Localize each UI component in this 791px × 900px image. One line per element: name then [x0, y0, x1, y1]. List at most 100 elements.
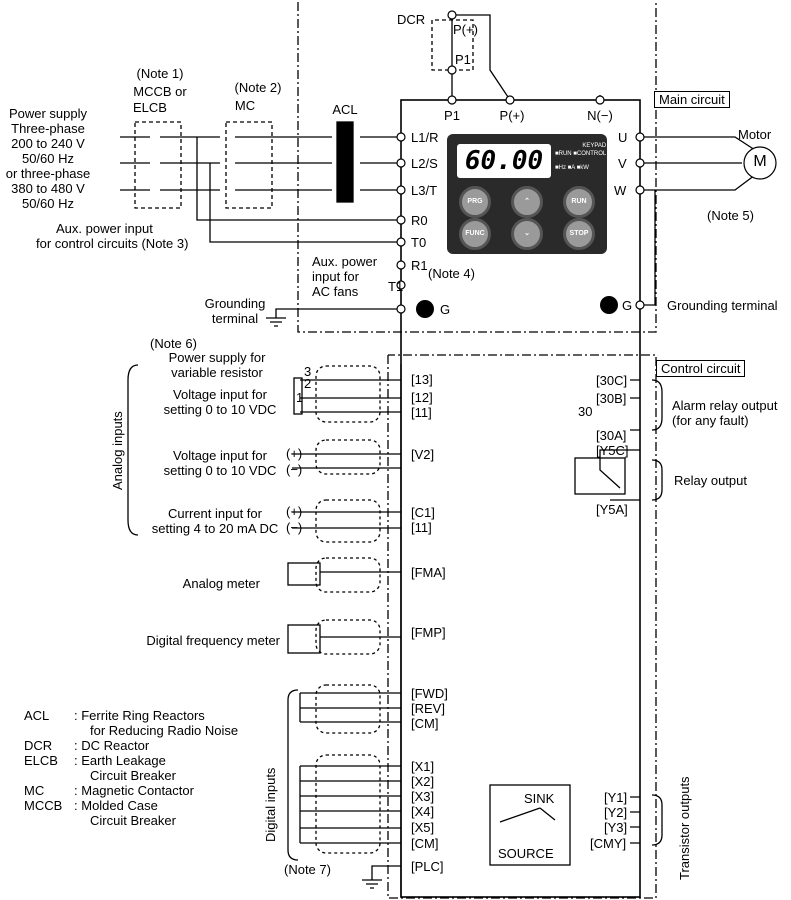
keypad-panel: 60.00 KEYPAD ■RUN ■CONTROL ■Hz ■A ■kW PR… — [447, 134, 607, 263]
pot-number-2: 2 — [304, 376, 312, 391]
terminal-c1: [C1] — [411, 505, 435, 520]
down-button[interactable]: ⌄ — [511, 218, 543, 250]
terminal-l2s: L2/S — [411, 156, 438, 171]
terminal-r0: R0 — [411, 213, 428, 228]
digital-inputs-label: Digital inputs — [263, 767, 278, 842]
terminal-l3t: L3/T — [411, 183, 438, 198]
c1-plus: (+) — [286, 504, 303, 519]
motor-label: Motor — [738, 127, 772, 142]
elcb-label: ELCB — [133, 100, 167, 115]
alarm-relay-label: Alarm relay output (for any fault) — [672, 398, 778, 428]
terminal-u: U — [618, 130, 628, 145]
mc-label: MC — [234, 98, 256, 113]
note1-label: (Note 1) — [136, 66, 184, 81]
relay-30-label: 30 — [578, 404, 593, 419]
aux-fans-text: Aux. power input for AC fans — [312, 254, 378, 299]
pot-supply-label: Power supply for variable resistor — [168, 350, 266, 380]
terminal-30c: [30C] — [596, 373, 628, 388]
terminal-nminus: N(−) — [587, 108, 613, 123]
terminal-fmp: [FMP] — [411, 625, 446, 640]
terminal-cmy: [CMY] — [590, 836, 627, 851]
dcr-pplus-label: P(+) — [453, 22, 478, 37]
terminal-v2: [V2] — [411, 447, 435, 462]
terminal-y5c: [Y5C] — [596, 443, 629, 458]
terminal-12: [12] — [411, 390, 433, 405]
control-circuit-label: Control circuit — [656, 360, 746, 377]
terminal-11b: [11] — [411, 520, 432, 535]
grounding-terminal-right: Grounding terminal — [667, 298, 778, 313]
aux-control-text: Aux. power input for control circuits (N… — [36, 221, 189, 251]
terminal-plc: [PLC] — [411, 859, 444, 874]
terminal-l1r: L1/R — [411, 130, 439, 145]
analog-inputs-label: Analog inputs — [110, 411, 125, 490]
terminal-r1: R1 — [411, 258, 428, 273]
terminal-t1: T1 — [388, 279, 404, 294]
ground-icon-right — [600, 296, 618, 314]
v2-plus: (+) — [286, 446, 303, 461]
grounding-terminal-left: Grounding terminal — [204, 296, 266, 326]
c1-minus: (−) — [286, 520, 303, 535]
terminal-x1: [X1] — [411, 759, 435, 774]
terminal-y5a: [Y5A] — [596, 502, 628, 517]
terminal-30b: [30B] — [596, 391, 627, 406]
keypad-display: 60.00 — [457, 144, 551, 178]
terminal-y2: [Y2] — [604, 805, 628, 820]
legend-mccb: MCCB: Molded Case — [24, 798, 158, 813]
sink-label: SINK — [524, 791, 555, 806]
legend-mc: MC: Magnetic Contactor — [24, 783, 194, 798]
terminal-13: [13] — [411, 372, 433, 387]
relay-output-label: Relay output — [674, 473, 747, 488]
mccb-label: MCCB or — [133, 84, 187, 99]
func-data-button[interactable]: FUNC DATA — [459, 218, 491, 263]
terminal-x5: [X5] — [411, 820, 435, 835]
terminal-30a: [30A] — [596, 428, 627, 443]
up-button[interactable]: ⌃ — [511, 186, 543, 218]
voltage-input-1-label: Voltage input for setting 0 to 10 VDC — [163, 387, 277, 417]
pot-number-3: 3 — [304, 364, 312, 379]
voltage-input-2-label: Voltage input for setting 0 to 10 VDC — [163, 448, 277, 478]
stop-button[interactable]: STOP — [563, 218, 595, 250]
dcr-p1-label: P1 — [455, 52, 471, 67]
terminal-v: V — [618, 156, 627, 171]
keypad-leds: KEYPAD ■RUN ■CONTROL ■Hz ■A ■kW — [555, 143, 607, 171]
terminal-g-left: G — [440, 302, 451, 317]
analog-meter-label: Analog meter — [182, 576, 260, 591]
terminal-11a: [11] — [411, 405, 432, 420]
note7-label: (Note 7) — [284, 862, 331, 877]
ground-icon-left — [416, 300, 434, 318]
terminal-rev: [REV] — [411, 701, 445, 716]
pot-number-1: 1 — [296, 390, 304, 405]
terminal-fwd: [FWD] — [411, 686, 448, 701]
power-supply-text: Power supply Three-phase 200 to 240 V 50… — [5, 106, 91, 211]
terminal-x2: [X2] — [411, 774, 435, 789]
note5-label: (Note 5) — [707, 208, 754, 223]
terminal-y1: [Y1] — [604, 790, 628, 805]
transistor-outputs-label: Transistor outputs — [677, 776, 692, 880]
wires — [120, 2, 756, 899]
v2-minus: (−) — [286, 462, 303, 477]
terminal-fma: [FMA] — [411, 565, 446, 580]
note6-label: (Note 6) — [150, 336, 197, 351]
legend-elcb: ELCB: Earth Leakage — [24, 753, 166, 768]
terminal-cm-a: [CM] — [411, 716, 439, 731]
current-input-label: Current input for setting 4 to 20 mA DC — [151, 506, 279, 536]
note2-label: (Note 2) — [234, 80, 282, 95]
motor-symbol: M — [753, 153, 767, 170]
run-button[interactable]: RUN — [563, 186, 595, 218]
terminal-x4: [X4] — [411, 804, 435, 819]
terminal-circles — [396, 10, 777, 314]
prg-reset-button[interactable]: PRG RESET — [459, 186, 491, 231]
note4-label: (Note 4) — [428, 266, 475, 281]
terminal-pplus: P(+) — [499, 108, 525, 123]
terminal-g-right: G — [622, 298, 633, 313]
dcr-label: DCR — [397, 12, 426, 27]
terminal-t0: T0 — [411, 235, 427, 250]
terminal-cm-b: [CM] — [411, 836, 439, 851]
main-circuit-label: Main circuit — [654, 91, 730, 108]
legend-dcr: DCR: DC Reactor — [24, 738, 150, 753]
terminal-p1: P1 — [444, 108, 460, 123]
terminal-w: W — [614, 183, 627, 198]
freq-meter-label: Digital frequency meter — [146, 633, 280, 648]
terminal-x3: [X3] — [411, 789, 435, 804]
